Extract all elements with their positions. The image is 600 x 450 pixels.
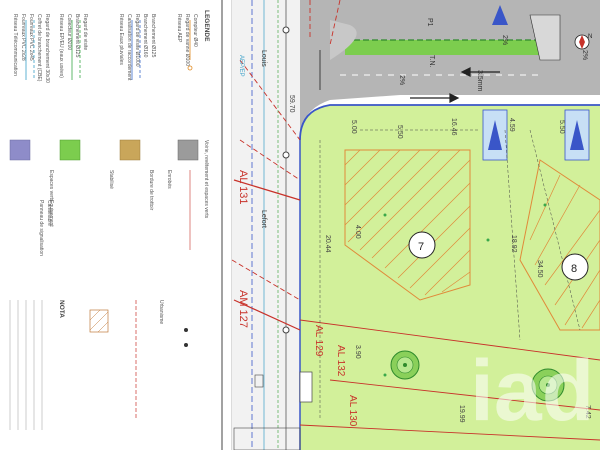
legend-notes-header: NOTA: [58, 300, 65, 318]
road-name-lefort: Lefort: [260, 210, 267, 228]
legend-col4-item: Compteur Ø40: [192, 14, 198, 47]
watermark-logo: iad: [470, 343, 594, 439]
legend-voirie-item: Espaces verts: [48, 170, 54, 202]
legend-col1-item: Regard de branchement 30x30: [44, 14, 50, 83]
lot-7-label: 7: [418, 241, 424, 253]
legend-urbanisme-header: Urbanisme: [158, 300, 164, 324]
lot-green-area: [300, 105, 600, 450]
dim-label: 20.44: [324, 235, 331, 253]
legend-col1-item: Fourreaux PVC 2x28: [20, 14, 26, 61]
dim-label: 4.59: [508, 118, 515, 132]
dim-label: 16.46: [450, 118, 457, 136]
swatch-espaces-verts: [59, 139, 81, 161]
parcel-am127: AM 127: [237, 290, 249, 328]
legend-col1-item: Coffret de branchement (CBE): [36, 14, 42, 82]
dim-label: 18.92: [510, 235, 517, 253]
legend-voirie-item: Enrobés: [166, 170, 172, 189]
legend-col1-item: Fourreaux PVC 2x45: [28, 14, 34, 61]
swatch-enrobes: [177, 139, 199, 161]
legend-col2-item: Branchement Ø125: [74, 14, 80, 58]
swatch-reseau: [9, 139, 31, 161]
point-label: P2: [598, 78, 600, 87]
plan-area: 7 8 Louis Lefort AEP/EP AL 131 AM 127 AL…: [231, 0, 600, 450]
legend-col2-item: Réseau EP/EU (eaux usées): [58, 14, 64, 78]
tn-label: T.N.: [428, 55, 435, 68]
legend-col3-item: Regard de visite Ø1000: [134, 14, 140, 67]
road-network-label: AEP/EP: [238, 55, 244, 77]
road-surface: [300, 0, 600, 140]
compass-icon: N: [574, 34, 592, 50]
legend-col2-item: Regard de visite: [82, 14, 88, 50]
dim-label: 5.50: [558, 120, 565, 134]
dim-label: 19.99: [458, 405, 465, 423]
lot-7-building-zone: [344, 149, 471, 301]
legend-panel: LEGENDE Réseau Télécommunication Fourrea…: [0, 0, 233, 450]
legend-col3-item: Branchement Ø160: [142, 14, 148, 58]
legend-col2-item: Collecteur Ø200: [66, 14, 72, 50]
tree-icon: [531, 368, 565, 402]
lot-8-label: 8: [571, 263, 577, 275]
road-name-louis: Louis: [260, 50, 267, 67]
slope-label: 2%: [501, 35, 508, 45]
slope-label: 2%: [581, 50, 588, 60]
tree-icon: [390, 350, 420, 380]
compass-letter: N: [588, 34, 592, 40]
slope-label: 2%: [398, 75, 405, 85]
parcel-al130: AL 130: [347, 395, 358, 427]
dim-label: 5.50: [396, 125, 403, 139]
legend-equip-header: Equipement: [48, 200, 54, 227]
road-width-label: 3.5mm: [476, 70, 483, 92]
dim-label: 59.70: [288, 95, 295, 113]
swatch-stabilise: [119, 139, 141, 161]
dim-label: 7.42: [584, 405, 591, 419]
legend-col3-item: Réseau Eaux pluviales: [118, 14, 124, 65]
legend-equip-item: Panneau de signalisation: [38, 200, 44, 256]
dim-label: 5.00: [350, 120, 357, 134]
legend-title: LEGENDE: [203, 10, 210, 42]
point-label: P1: [426, 18, 433, 27]
legend-col4-item: Regard de vanne Ø100: [184, 14, 190, 66]
dim-label: 3.90: [354, 345, 361, 359]
legend-voirie-item: Stabilisé: [108, 170, 114, 189]
legend-voirie-header: Voirie, revêtement et espaces verts: [203, 140, 209, 219]
legend-col4-item: Réseau AEP: [176, 14, 182, 43]
legend-col1-item: Réseau Télécommunication: [12, 14, 18, 76]
dim-label: 34.50: [536, 260, 543, 278]
legend-voirie-item: Bordure de trottoir: [148, 170, 154, 211]
legend-col3-item: Canalisation de raccordement: [126, 14, 132, 81]
dim-label: 4.00: [354, 225, 361, 239]
parcel-al129: AL 129: [313, 325, 324, 357]
parcel-al131: AL 131: [237, 170, 249, 204]
parcel-al132: AL 132: [335, 345, 346, 377]
legend-equip-item: Candélabre: [46, 200, 52, 226]
legend-col3-item: Branchement Ø125: [150, 14, 156, 58]
